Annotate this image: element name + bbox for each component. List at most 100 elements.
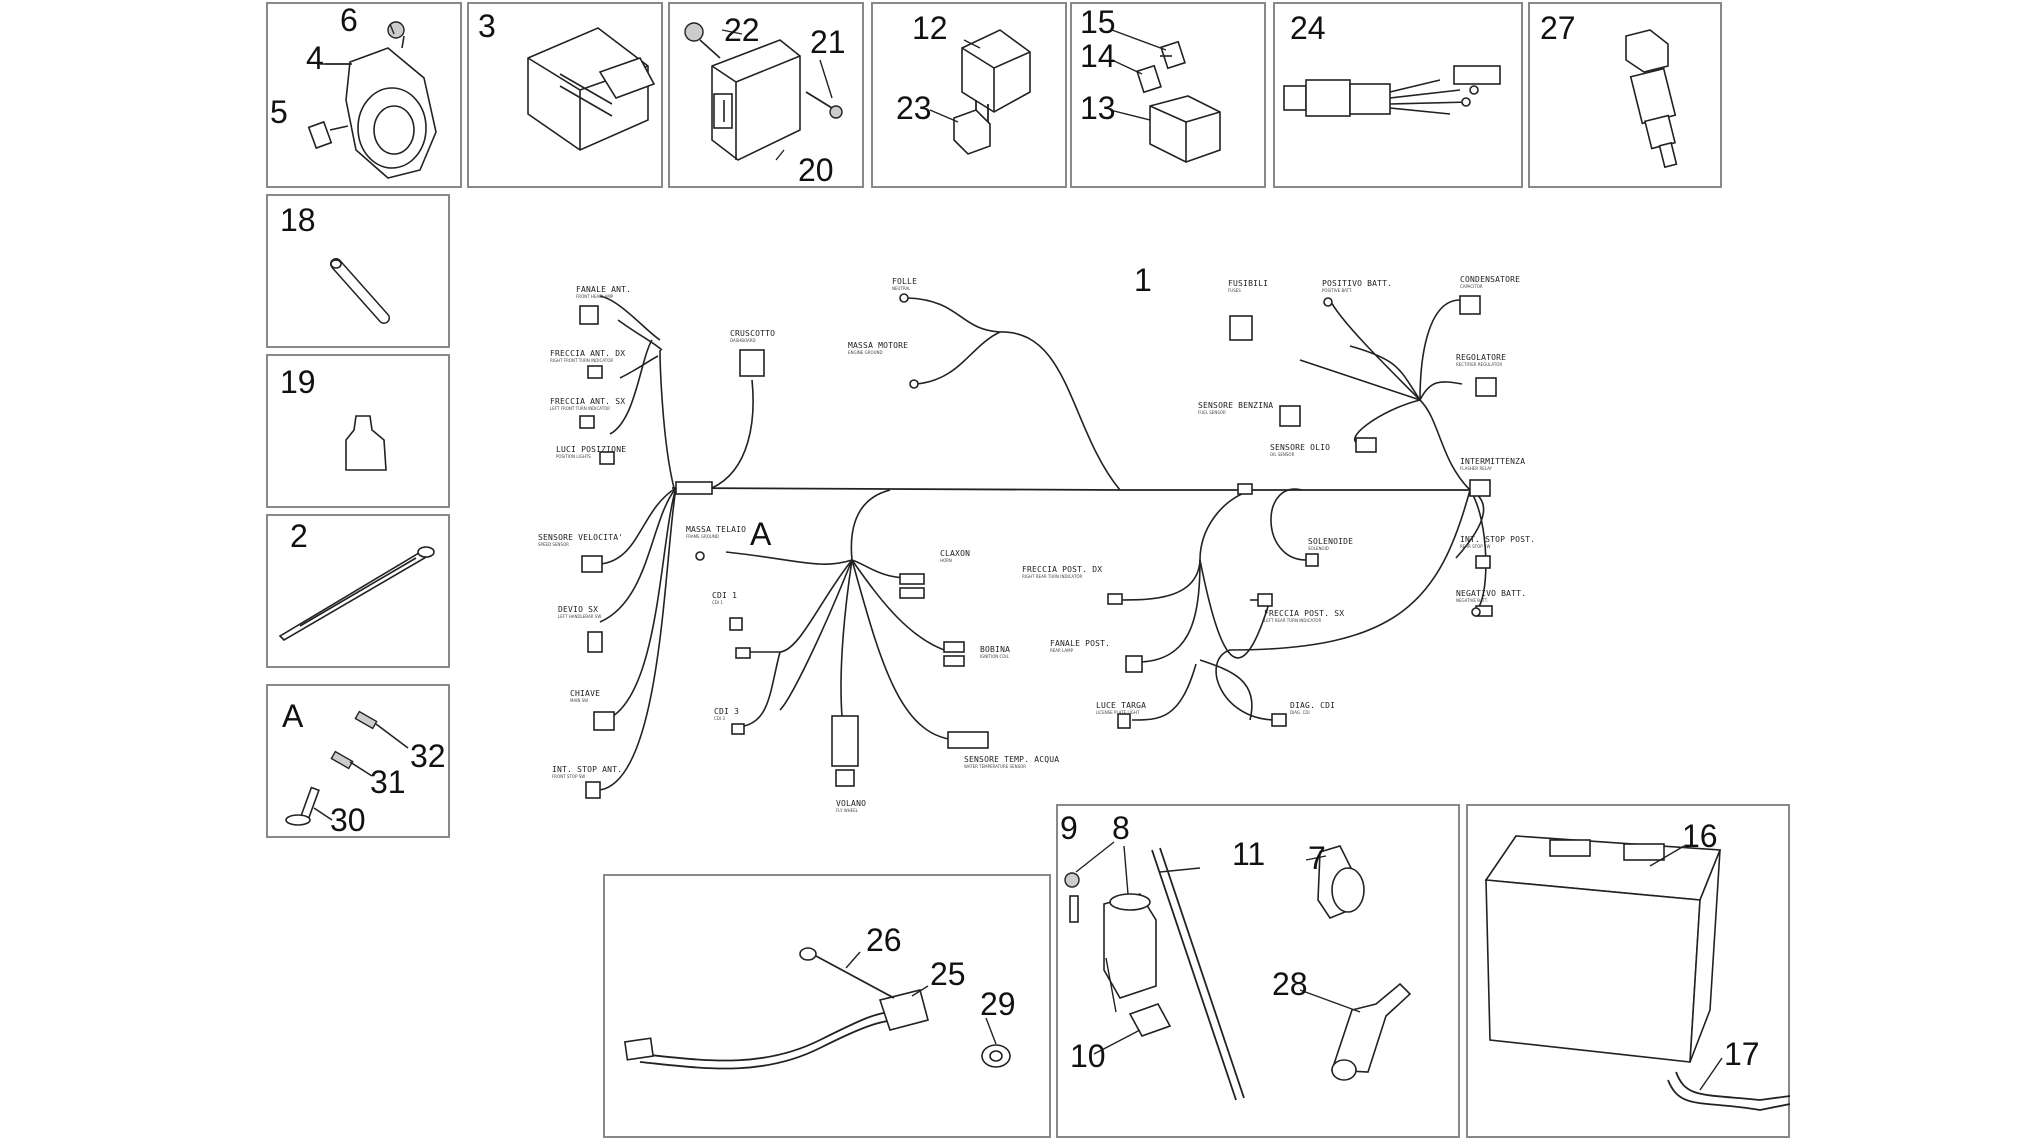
part-number-13: 13 — [1080, 90, 1116, 126]
cdi-drawing — [527, 27, 656, 151]
sublabel-sensore-benzina: FUEL SENSOR — [1198, 410, 1226, 415]
panel-fuse-holder — [1070, 2, 1266, 188]
label-massa-telaio: MASSA TELAIO — [686, 525, 747, 534]
sublabel-bobina: IGNITION COIL — [980, 654, 1009, 659]
sublabel-luci-posizione: POSITION LIGHTS — [556, 454, 591, 459]
label-chiave: CHIAVE — [570, 689, 601, 698]
part-number-11: 11 — [1232, 836, 1266, 872]
sublabel-freccia-ant-sx: LEFT FRONT TURN INDICATOR — [550, 406, 611, 411]
part-number-24: 24 — [1290, 10, 1326, 46]
part-number-29: 29 — [980, 986, 1016, 1022]
sublabel-negativo-batt: NEGATIVE BATT. — [1456, 598, 1488, 603]
part-number-4: 4 — [306, 40, 324, 76]
part-number-21: 21 — [810, 24, 846, 60]
horn-drawing — [307, 21, 437, 179]
sublabel-int-stop-ant: FRONT STOP SW — [552, 774, 586, 779]
harness-drawing — [579, 293, 1497, 799]
part-number-31: 31 — [370, 764, 406, 800]
detail-a-drawing — [285, 710, 409, 826]
panel-cable-sleeve — [266, 194, 450, 348]
label-solenoide: SOLENOIDE — [1308, 537, 1354, 546]
sublabel-solenoide: SOLENOID — [1308, 546, 1329, 551]
label-freccia-post-dx: FRECCIA POST. DX — [1022, 565, 1103, 574]
sublabel-condensatore: CAPACITOR — [1460, 284, 1483, 289]
part-number-9: 9 — [1060, 810, 1078, 846]
sublabel-freccia-post-dx: RIGHT REAR TURN INDICATOR — [1022, 574, 1083, 579]
label-cdi-3: CDI 3 — [714, 707, 740, 716]
sublabel-fusibili: FUSES — [1228, 288, 1241, 293]
label-freccia-post-sx: FRECCIA POST. SX — [1264, 609, 1345, 618]
sublabel-luce-targa: LICENSE PLATE LIGHT — [1096, 710, 1140, 715]
battery-drawing — [1484, 835, 1791, 1111]
part-number-30: 30 — [330, 802, 366, 838]
label-cruscotto: CRUSCOTTO — [730, 329, 776, 338]
sublabel-sensore-temp-acqua: WATER TEMPERATURE SENSOR — [964, 764, 1027, 769]
sublabel-cdi-1: CDI 1 — [712, 600, 723, 605]
sublabel-fanale-post: REAR LAMP — [1050, 648, 1074, 653]
label-sensore-benzina: SENSORE BENZINA — [1198, 401, 1274, 410]
part-number-17: 17 — [1724, 1036, 1760, 1072]
label-luci-posizione: LUCI POSIZIONE — [556, 445, 627, 454]
part-number-25: 25 — [930, 956, 966, 992]
label-diag-cdi: DIAG. CDI — [1290, 701, 1336, 710]
ignition-coil-drawing — [1064, 845, 1412, 1101]
label-volano: VOLANO — [836, 799, 867, 808]
part-number-27: 27 — [1540, 10, 1576, 46]
sublabel-massa-telaio: FRAME GROUND — [686, 534, 719, 539]
cable-tie-drawing — [278, 546, 435, 642]
part-number-22: 22 — [724, 12, 760, 48]
sublabel-devio-sx: LEFT HANDLEBAR SW — [558, 614, 602, 619]
part-number-2: 2 — [290, 518, 308, 554]
sublabel-chiave: MAIN SW — [570, 698, 589, 703]
panel-wiring-lead — [1273, 2, 1523, 188]
label-positivo-batt: POSITIVO BATT. — [1322, 279, 1393, 288]
brake-switch-drawing — [623, 947, 1011, 1070]
label-int-stop-post: INT. STOP POST. — [1460, 535, 1536, 544]
part-number-15: 15 — [1080, 4, 1116, 40]
part-number-18: 18 — [280, 202, 316, 238]
part-number-8: 8 — [1112, 810, 1130, 846]
part-number-28: 28 — [1272, 966, 1308, 1002]
label-intermittenza: INTERMITTENZA — [1460, 457, 1526, 466]
panel-sensor — [1528, 2, 1722, 188]
part-number-19: 19 — [280, 364, 316, 400]
label-sensore-temp-acqua: SENSORE TEMP. ACQUA — [964, 755, 1060, 764]
sublabel-intermittenza: FLASHER RELAY — [1460, 466, 1492, 471]
sublabel-sensore-olio: OIL SENSOR — [1270, 452, 1295, 457]
sublabel-claxon: HORN — [940, 558, 952, 563]
part-number-26: 26 — [866, 922, 902, 958]
part-number-14: 14 — [1080, 38, 1116, 74]
label-luce-targa: LUCE TARGA — [1096, 701, 1147, 710]
part-number-6: 6 — [340, 2, 358, 38]
sublabel-freccia-post-sx: LEFT REAR TURN INDICATOR — [1264, 618, 1322, 623]
part-number-5: 5 — [270, 94, 288, 130]
wiring-lead-drawing — [1283, 65, 1501, 117]
label-negativo-batt: NEGATIVO BATT. — [1456, 589, 1527, 598]
detail-a-label: A — [282, 698, 304, 734]
part-number-23: 23 — [896, 90, 932, 126]
label-condensatore: CONDENSATORE — [1460, 275, 1521, 284]
label-freccia-ant-dx: FRECCIA ANT. DX — [550, 349, 626, 358]
sensor-drawing — [1625, 29, 1678, 169]
harness-detail-a-ref: A — [750, 516, 772, 552]
label-freccia-ant-sx: FRECCIA ANT. SX — [550, 397, 626, 406]
grease-bottle-drawing — [345, 415, 387, 471]
sublabel-freccia-ant-dx: RIGHT FRONT TURN INDICATOR — [550, 358, 614, 363]
sublabel-regolatore: RECTIFIER REGULATOR — [1456, 362, 1503, 367]
panel-brake-switch — [603, 874, 1051, 1138]
fuse-holder-drawing — [1136, 40, 1221, 163]
label-fusibili: FUSIBILI — [1228, 279, 1269, 288]
label-sensore-olio: SENSORE OLIO — [1270, 443, 1331, 452]
label-massa-motore: MASSA MOTORE — [848, 341, 909, 350]
part-number-7: 7 — [1308, 840, 1326, 876]
leader-lines — [325, 23, 1723, 1091]
part-number-1: 1 — [1134, 262, 1152, 298]
label-cdi-1: CDI 1 — [712, 591, 738, 600]
sublabel-cdi-3: CDI 3 — [714, 716, 725, 721]
part-number-20: 20 — [798, 152, 834, 188]
sleeve-drawing — [330, 258, 390, 324]
sublabel-sensore-velocita: SPEED SENSOR — [538, 542, 569, 547]
panel-detail-a — [266, 684, 450, 838]
